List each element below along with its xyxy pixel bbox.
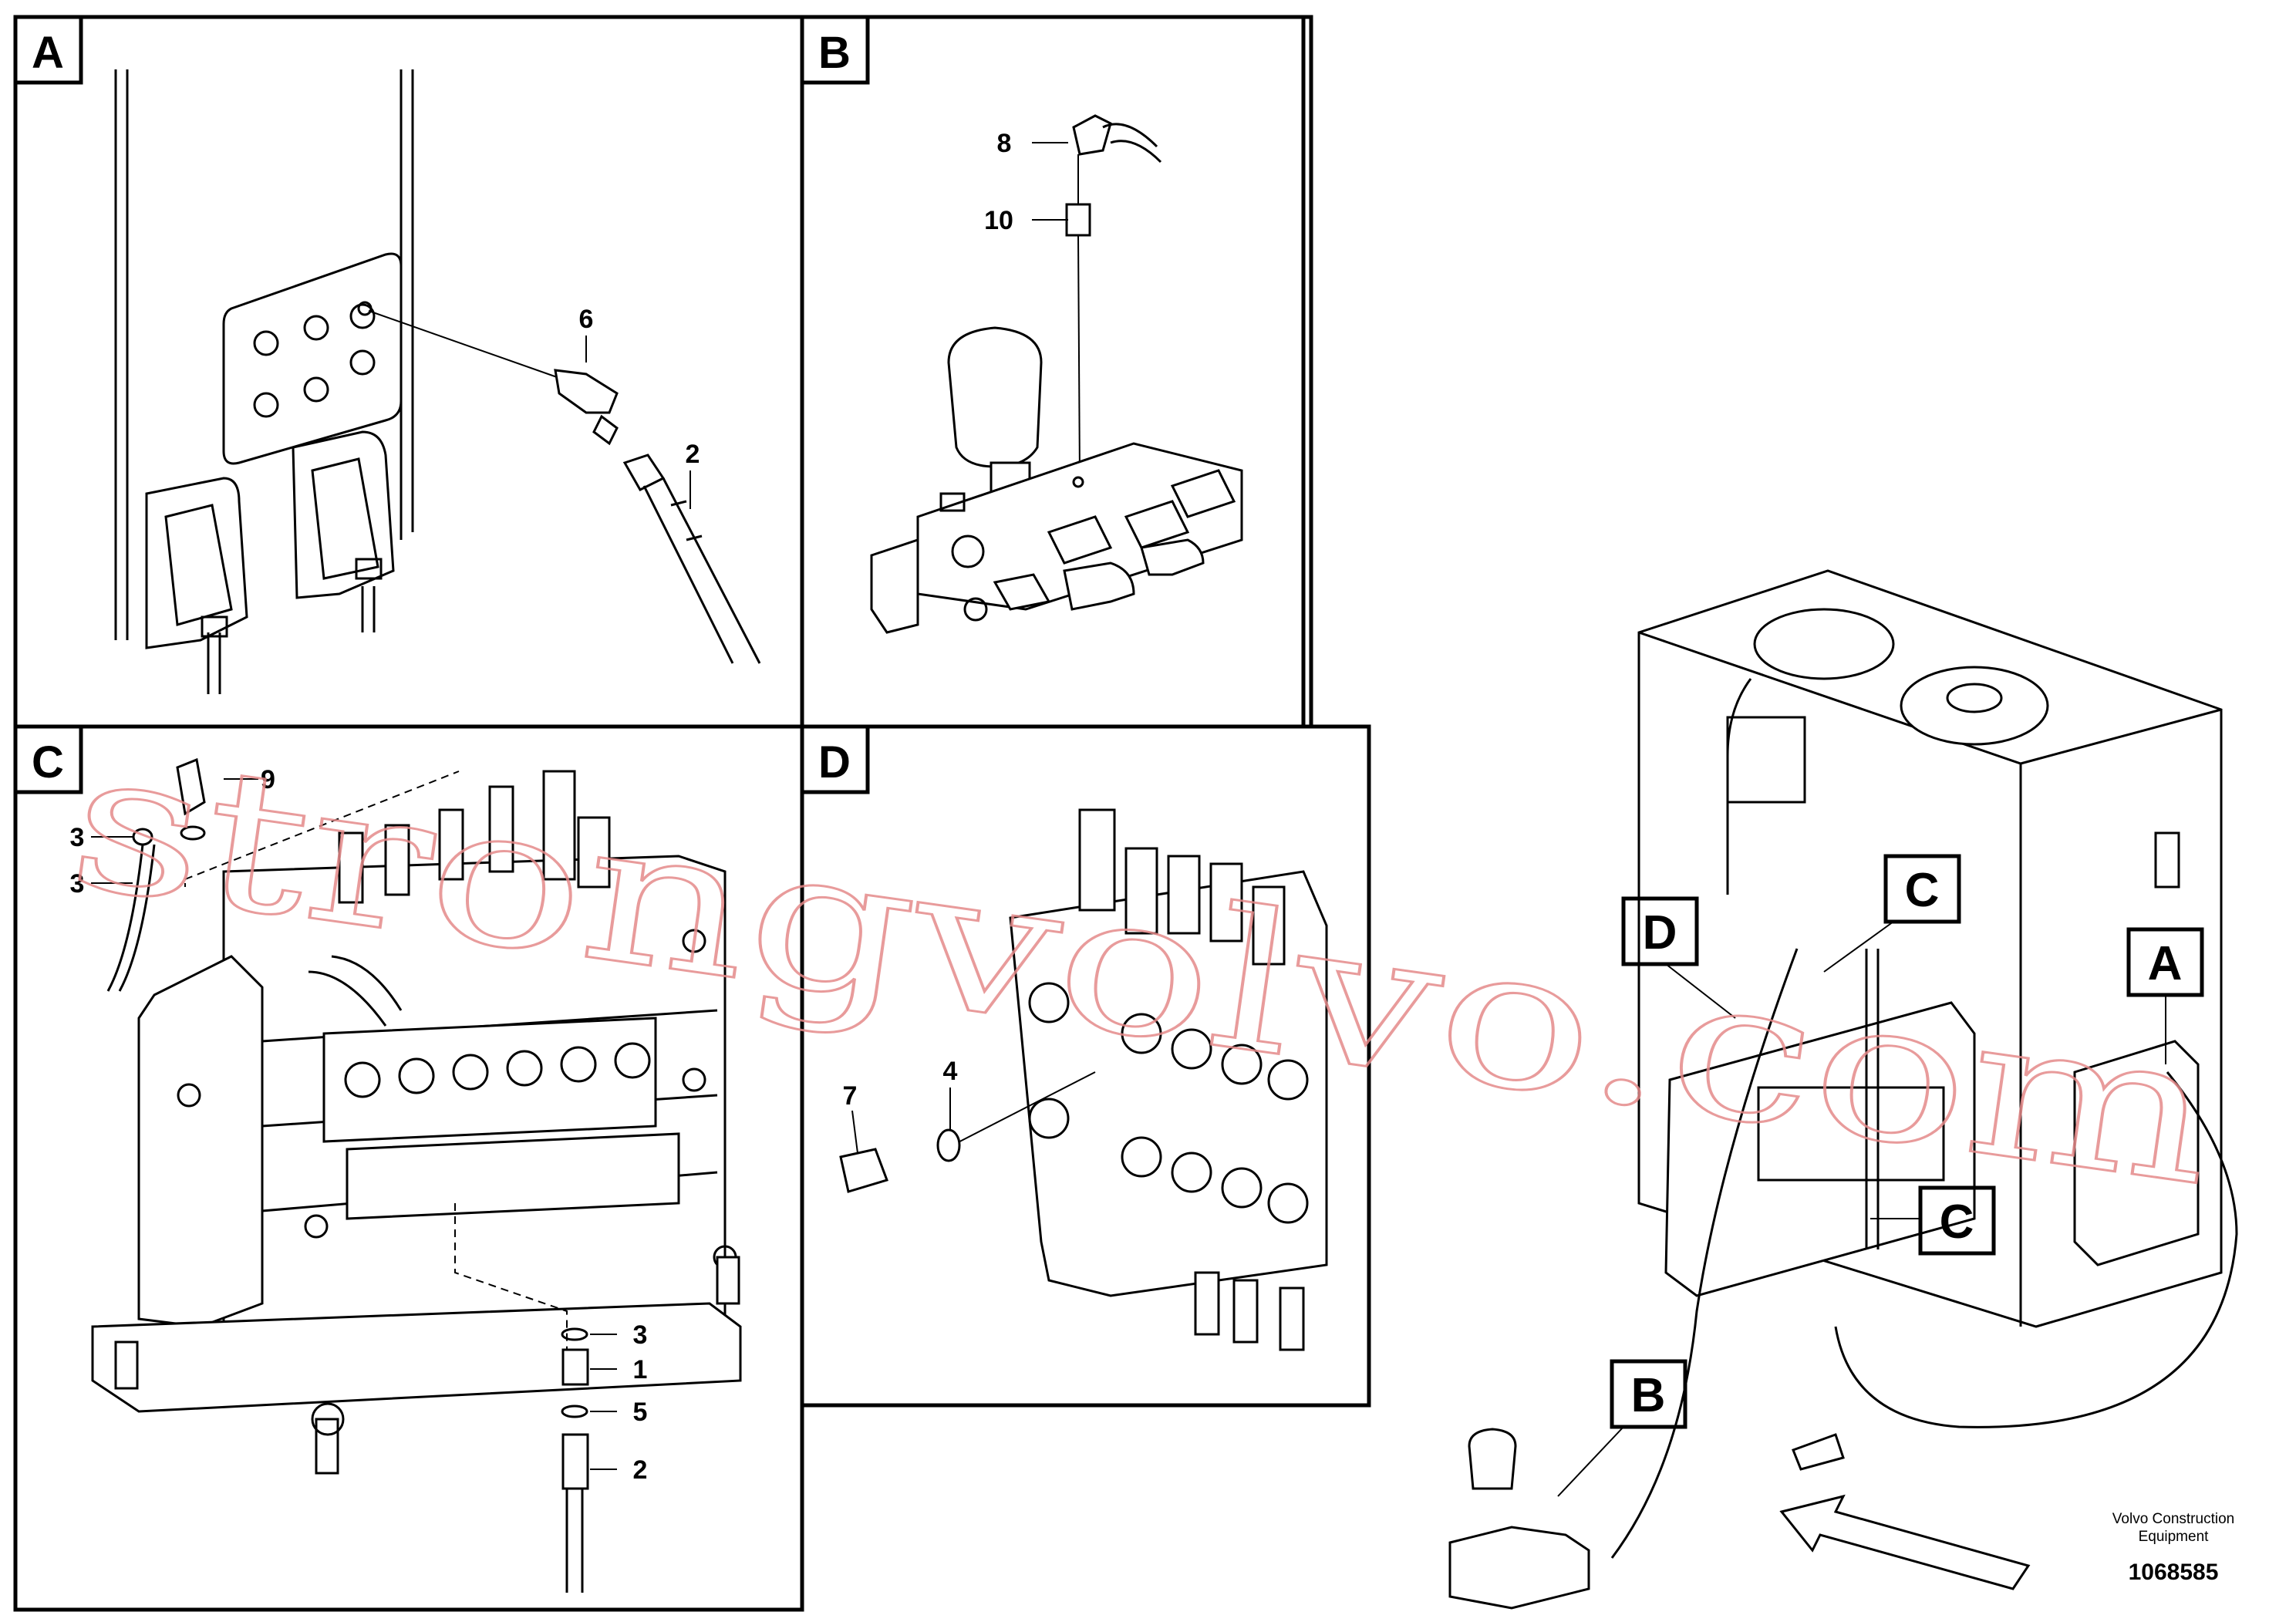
callout-4: 4 [943,1057,958,1086]
footer-company-line1: Volvo Construction [2112,1511,2234,1527]
callout-1: 1 [633,1355,648,1384]
panel-a-tag [13,15,83,85]
panel-c: C [13,724,804,1612]
overview-tag-c-top [1883,854,1961,924]
panel-c-tag [13,724,83,794]
tank-wall-drawing [114,69,414,694]
panel-b-tag [800,15,870,85]
callout-8: 8 [997,129,1012,158]
callout-5: 5 [633,1398,648,1427]
panel-b-letter: B [818,28,851,78]
callout-3: 3 [633,1320,648,1350]
panel-c-letter: C [32,737,64,787]
control-valve-bracket-drawing [91,757,742,1593]
callout-2-c: 2 [633,1455,648,1485]
accumulator-valve-block-drawing [870,114,1243,634]
overview-tag-b [1610,1359,1687,1429]
callout-7: 7 [843,1081,858,1111]
hydraulic-tank-overview-drawing [1448,569,2238,1610]
overview-tag-d [1621,896,1699,966]
overview-label-c-low: C [1940,1195,1974,1249]
overview-label-c-top: C [1905,864,1940,917]
panel-d-frame [800,724,1371,1408]
overview-label-d: D [1643,906,1677,959]
overview-label-a: A [2148,937,2183,990]
overview-tag-c-low [1918,1185,1996,1256]
callout-2-a: 2 [686,440,700,469]
panel-a-letter: A [32,28,64,78]
panel-b: B 8 10 [800,15,1313,729]
callout-3-left: 3 [70,869,85,899]
footer-company-line2: Equipment [2139,1529,2210,1545]
overview-label-b: B [1631,1369,1666,1422]
panel-d: D 4 7 [800,724,1371,1408]
callout-9: 9 [261,765,275,794]
panel-d-letter: D [818,737,851,787]
elbow-fitting-hose-drawing [368,310,761,664]
overview: C D A C B [1448,569,2238,1610]
callout-10: 10 [984,206,1013,235]
valve-block-plug-drawing [839,808,1328,1351]
callout-6: 6 [579,305,594,334]
panel-d-tag [800,724,870,794]
callout-3-top: 3 [70,823,85,852]
drawing-number: 1068585 [2129,1560,2219,1585]
